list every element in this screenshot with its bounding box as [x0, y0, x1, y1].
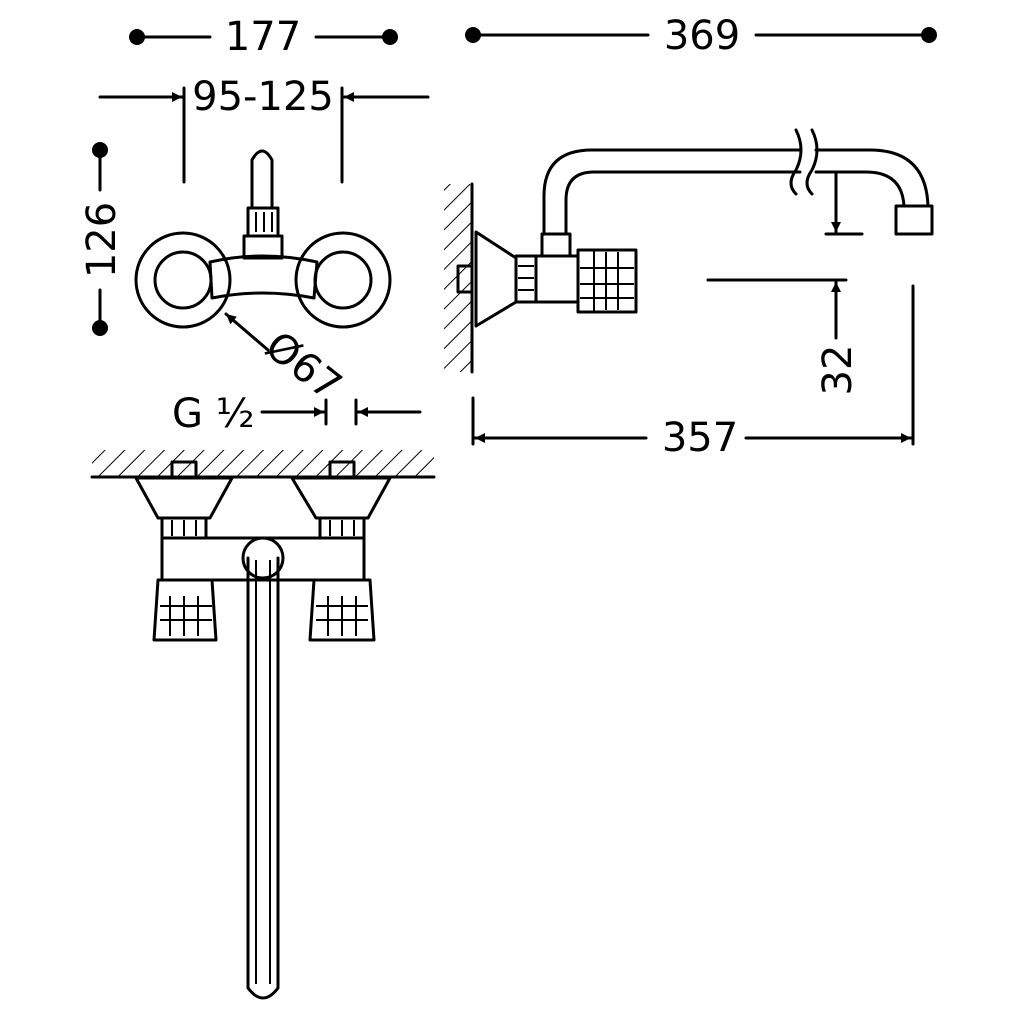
front-view: 177 95-125 126 — [79, 14, 430, 410]
side-body — [456, 128, 934, 328]
dim-projection-label: 369 — [664, 13, 740, 59]
dim-height-label: 126 — [79, 202, 125, 278]
dim-spout-drop: 32 — [706, 170, 864, 396]
wall-hatch-top — [92, 450, 434, 476]
dim-spout-reach-label: 357 — [662, 415, 738, 461]
front-body — [134, 149, 392, 329]
top-view: G ½ — [90, 391, 436, 1000]
dim-height: 126 — [79, 142, 125, 336]
dim-spout-reach: 357 — [471, 284, 915, 461]
dim-overall-width-label: 177 — [225, 14, 301, 60]
side-view: 369 — [444, 13, 937, 461]
dim-thread: G ½ — [172, 391, 422, 437]
top-body — [134, 460, 392, 1000]
dim-centers: 95-125 — [98, 74, 430, 184]
dim-rosette-label: Ø67 — [257, 323, 350, 410]
dim-projection: 369 — [465, 13, 937, 59]
dim-thread-label: G ½ — [172, 391, 254, 437]
dim-spout-drop-label: 32 — [815, 345, 861, 396]
dim-centers-label: 95-125 — [192, 74, 334, 120]
dim-overall-width: 177 — [129, 14, 398, 60]
